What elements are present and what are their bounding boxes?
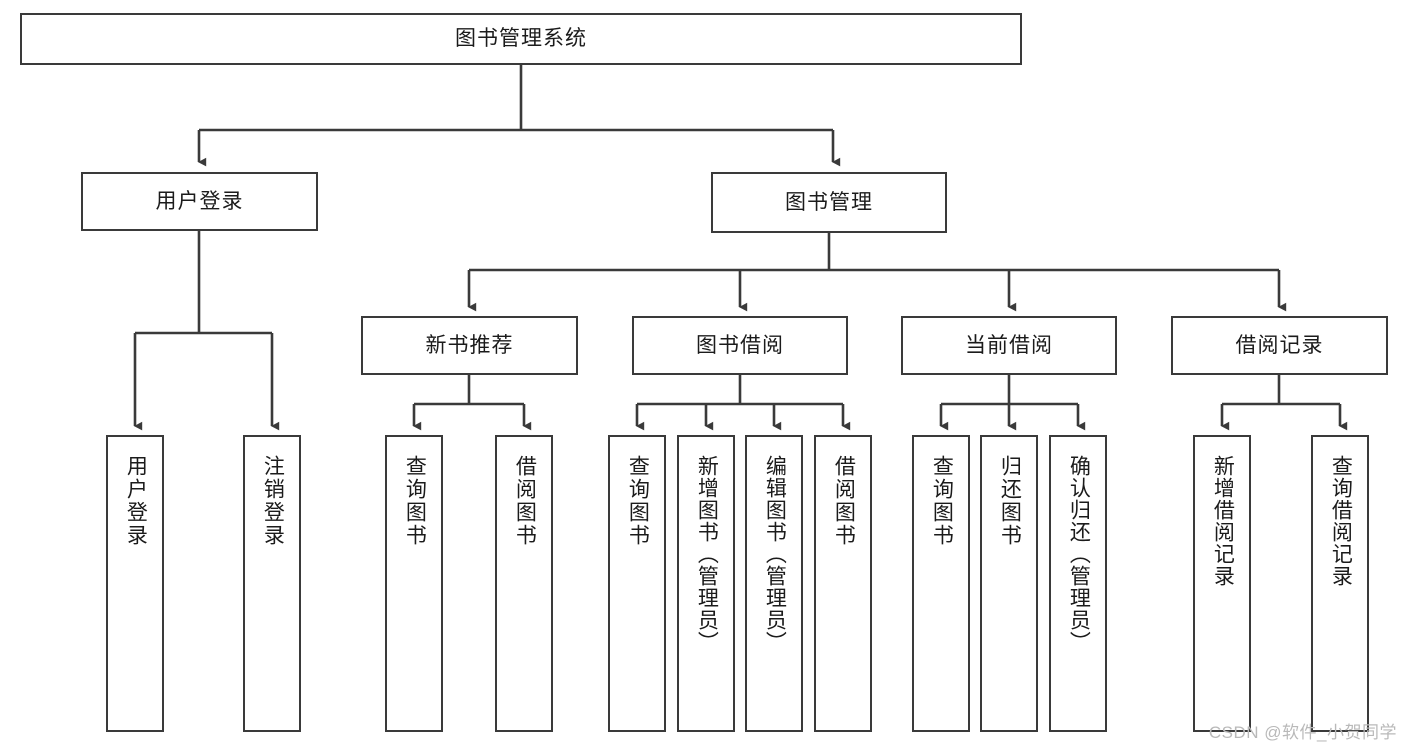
- node-new-book-rec-label: 新书推荐: [425, 333, 514, 357]
- node-root[interactable]: 图书管理系统: [20, 13, 1022, 65]
- node-leaf-edit-book-label: 编辑图书（管理员）: [763, 455, 787, 653]
- node-new-book-rec[interactable]: 新书推荐: [361, 316, 578, 375]
- node-leaf-borrow-book-1-label: 借阅图书: [513, 455, 537, 547]
- node-leaf-add-book[interactable]: 新增图书（管理员）: [677, 435, 735, 732]
- node-leaf-borrow-book-2-label: 借阅图书: [832, 455, 856, 547]
- node-leaf-query-record-label: 查询借阅记录: [1329, 455, 1353, 587]
- node-root-label: 图书管理系统: [455, 27, 587, 51]
- node-leaf-user-login[interactable]: 用户登录: [106, 435, 164, 732]
- node-book-manage-label: 图书管理: [785, 190, 873, 214]
- node-book-borrow-label: 图书借阅: [696, 333, 784, 357]
- node-leaf-confirm-return[interactable]: 确认归还（管理员）: [1049, 435, 1107, 732]
- node-leaf-query-book-3[interactable]: 查询图书: [912, 435, 970, 732]
- node-book-manage[interactable]: 图书管理: [711, 172, 947, 233]
- node-leaf-add-book-label: 新增图书（管理员）: [695, 455, 719, 653]
- node-leaf-user-logout[interactable]: 注销登录: [243, 435, 301, 732]
- node-leaf-return-book[interactable]: 归还图书: [980, 435, 1038, 732]
- node-leaf-edit-book[interactable]: 编辑图书（管理员）: [745, 435, 803, 732]
- node-leaf-query-book-2-label: 查询图书: [626, 455, 650, 547]
- node-book-borrow[interactable]: 图书借阅: [632, 316, 848, 375]
- node-current-borrow-label: 当前借阅: [965, 333, 1053, 357]
- node-leaf-query-book-1[interactable]: 查询图书: [385, 435, 443, 732]
- node-leaf-add-record-label: 新增借阅记录: [1211, 455, 1235, 587]
- node-current-borrow[interactable]: 当前借阅: [901, 316, 1117, 375]
- node-leaf-confirm-return-label: 确认归还（管理员）: [1067, 455, 1091, 653]
- node-user-login[interactable]: 用户登录: [81, 172, 318, 231]
- node-leaf-return-book-label: 归还图书: [998, 455, 1022, 547]
- node-leaf-user-logout-label: 注销登录: [261, 455, 285, 547]
- node-leaf-query-record[interactable]: 查询借阅记录: [1311, 435, 1369, 732]
- node-leaf-add-record[interactable]: 新增借阅记录: [1193, 435, 1251, 732]
- node-leaf-query-book-2[interactable]: 查询图书: [608, 435, 666, 732]
- node-leaf-borrow-book-1[interactable]: 借阅图书: [495, 435, 553, 732]
- node-leaf-query-book-3-label: 查询图书: [930, 455, 954, 547]
- node-leaf-borrow-book-2[interactable]: 借阅图书: [814, 435, 872, 732]
- node-borrow-record[interactable]: 借阅记录: [1171, 316, 1388, 375]
- node-borrow-record-label: 借阅记录: [1235, 333, 1324, 357]
- node-leaf-user-login-label: 用户登录: [124, 455, 148, 547]
- node-leaf-query-book-1-label: 查询图书: [403, 455, 427, 547]
- node-user-login-label: 用户登录: [155, 189, 244, 213]
